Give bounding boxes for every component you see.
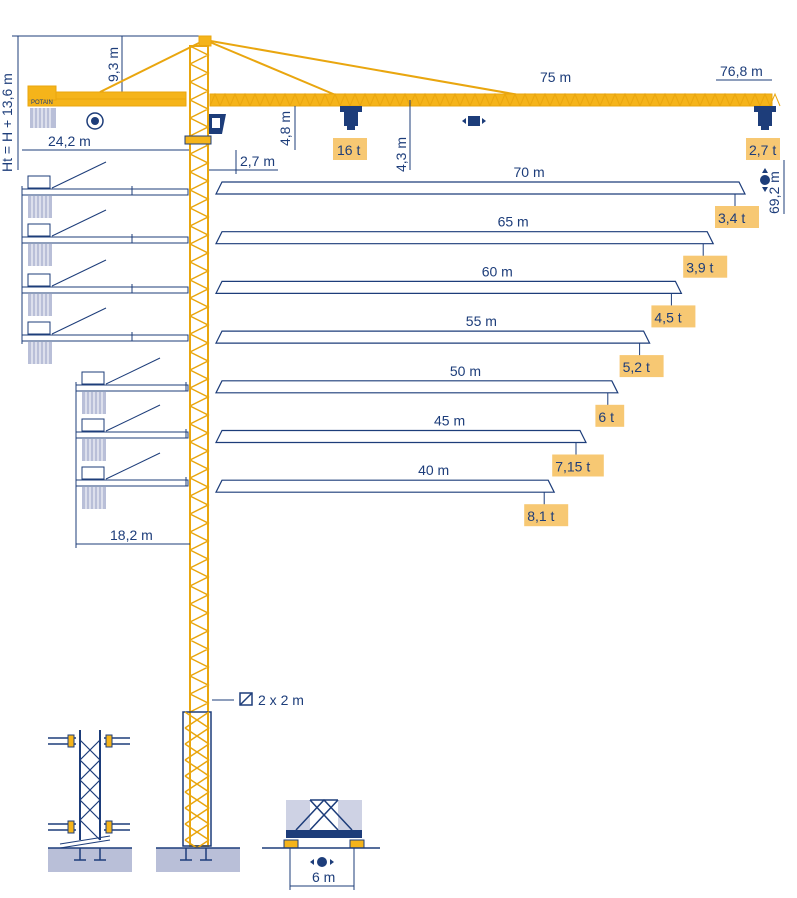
load-tag <box>683 255 728 278</box>
load-tag <box>715 206 759 228</box>
ht-label: Ht = H + 13,6 m <box>0 73 15 172</box>
hook-block-icon <box>340 106 362 130</box>
trolley-height-dimension: 4,3 m <box>393 100 411 172</box>
jib-length-label: 75 m <box>540 69 571 85</box>
jib-length-label: 45 m <box>434 413 465 429</box>
counter-jib-option <box>75 357 189 414</box>
counter-jib-option <box>21 209 189 266</box>
hook-height-dimension: 4,8 m <box>277 106 296 150</box>
main-jib <box>209 92 781 107</box>
climbing-frame-detail <box>48 730 132 872</box>
tip-load-tag: 2,7 t <box>746 138 780 160</box>
tip-load-label: 2,7 t <box>749 142 776 158</box>
mast-section-callout: 2 x 2 m <box>212 692 304 708</box>
tip-height-label: 69,2 m <box>766 171 782 214</box>
load-tag <box>619 355 664 378</box>
short-counter-jib-label: 18,2 m <box>110 527 153 543</box>
load-label: 4,5 t <box>654 309 681 325</box>
counter-jib-options <box>21 161 189 509</box>
load-tag <box>524 504 569 527</box>
jib-length-label: 60 m <box>482 263 513 279</box>
counter-jib-option <box>21 161 189 218</box>
jib-outline <box>215 280 683 294</box>
jib-outline <box>215 181 746 195</box>
jib-configuration: 40 m 8,1 t <box>215 462 569 527</box>
max-load-tag: 16 t <box>333 138 367 160</box>
height-dimension-ht: Ht = H + 13,6 m <box>0 35 200 172</box>
load-label: 6 t <box>598 409 614 425</box>
jib-configurations: 70 m3,4 t65 m3,9 t60 m4,5 t55 m5,2 t50 m… <box>215 164 759 527</box>
crane-mast <box>182 45 212 857</box>
load-label: 8,1 t <box>527 508 554 524</box>
counter-jib-option <box>21 259 189 316</box>
jib-outline <box>215 380 619 394</box>
hook-height-label: 4,8 m <box>277 111 293 146</box>
jib-configuration: 70 m 3,4 t <box>215 164 759 228</box>
jib-outline <box>215 231 715 245</box>
jib-configuration: 55 m 5,2 t <box>215 313 664 378</box>
jib-outline <box>215 429 587 444</box>
jib-outline <box>215 479 556 493</box>
hook-block-tip-icon <box>754 106 776 130</box>
jib-length-label: 55 m <box>466 313 497 329</box>
operator-cab <box>208 114 226 134</box>
counter-jib-option <box>75 452 189 509</box>
jib-outline <box>215 330 651 344</box>
jib-length-label: 70 m <box>514 164 545 180</box>
max-load-label: 16 t <box>337 142 360 158</box>
jib-length-label: 40 m <box>418 462 449 478</box>
short-counter-jib-dimension: 18,2 m <box>75 482 190 548</box>
counter-jib-dimension: 24,2 m <box>22 133 190 151</box>
load-label: 5,2 t <box>623 359 650 375</box>
brand-label: POTAIN <box>31 100 53 106</box>
counter-jib-label: 24,2 m <box>48 133 91 149</box>
load-label: 3,4 t <box>718 210 745 226</box>
tip-height-dimension: 69,2 m <box>766 160 785 214</box>
load-tag <box>595 404 625 427</box>
travelling-base-detail: 6 m <box>262 798 380 890</box>
jib-length-label: 65 m <box>498 214 529 230</box>
counter-jib: POTAIN <box>27 85 187 130</box>
tie-rods <box>99 35 526 97</box>
pivot-offset-label: 2,7 m <box>240 153 275 169</box>
jib-tip-dimension: 76,8 m <box>716 63 772 81</box>
pivot-offset-dimension: 2,7 m <box>208 150 278 174</box>
jib-configuration: 65 m 3,9 t <box>215 214 728 278</box>
trolley-travel-icon <box>462 116 486 126</box>
jib-tip-label: 76,8 m <box>720 63 763 79</box>
jib-configuration: 60 m 4,5 t <box>215 263 696 328</box>
load-label: 3,9 t <box>686 260 713 276</box>
counterweight-blocks <box>30 108 56 128</box>
apex-height-label: 9,3 m <box>105 47 121 82</box>
base-width-label: 6 m <box>312 869 335 885</box>
jib-length-dimension: 75 m <box>540 69 571 85</box>
load-tag <box>651 305 696 328</box>
jib-length-label: 50 m <box>450 363 481 379</box>
mast-section-label: 2 x 2 m <box>258 692 304 708</box>
counter-jib-option <box>21 307 189 364</box>
jib-configuration: 45 m 7,15 t <box>215 413 604 477</box>
jib-configuration: 50 m 6 t <box>215 363 625 427</box>
load-label: 7,15 t <box>555 459 590 475</box>
mast-foundation <box>156 847 240 872</box>
rotation-icon <box>86 112 104 130</box>
travel-direction-icon <box>310 857 334 867</box>
load-tag <box>552 454 604 477</box>
travel-arrows-icon <box>760 168 770 192</box>
trolley-height-label: 4,3 m <box>393 137 409 172</box>
